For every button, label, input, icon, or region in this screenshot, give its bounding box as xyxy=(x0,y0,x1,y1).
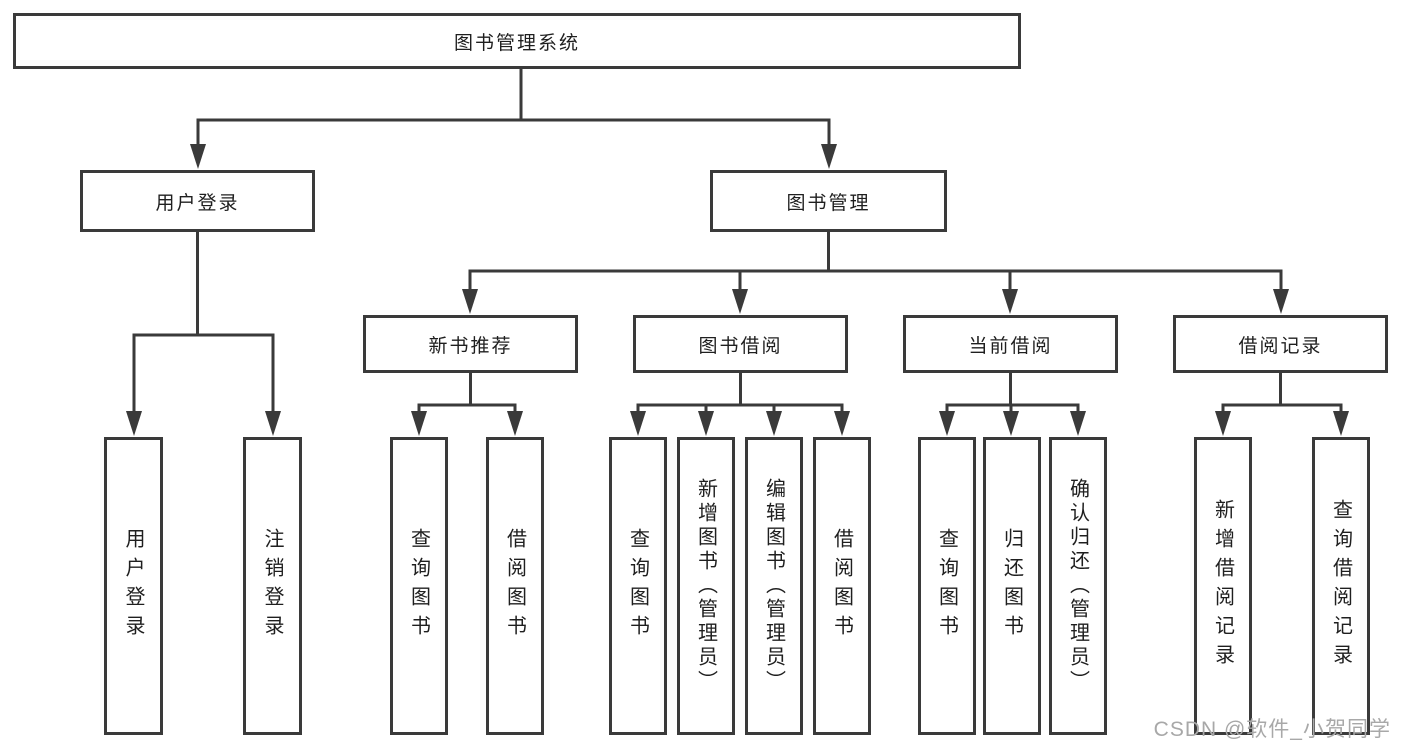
connector-current-borrow-group xyxy=(939,373,1086,436)
leaf-query-books-borrow: 查询图书 xyxy=(609,437,667,735)
leaf-label: 新增图书（管理员） xyxy=(694,478,717,694)
csdn-watermark: CSDN @软件_小贺同学 xyxy=(1153,718,1391,741)
connector-user-login-group xyxy=(126,232,281,436)
leaf-edit-book-admin: 编辑图书（管理员） xyxy=(745,437,803,735)
node-new-book-recommend: 新书推荐 xyxy=(363,315,578,373)
leaf-query-books-current: 查询图书 xyxy=(918,437,976,735)
leaf-label: 查询借阅记录 xyxy=(1329,499,1352,673)
leaf-label: 查询图书 xyxy=(935,528,958,644)
connector-root-to-level2 xyxy=(190,69,837,169)
node-book-borrow: 图书借阅 xyxy=(633,315,848,373)
leaf-add-borrow-record: 新增借阅记录 xyxy=(1194,437,1252,735)
leaf-label: 确认归还（管理员） xyxy=(1066,478,1089,694)
leaf-borrow-books-borrow: 借阅图书 xyxy=(813,437,871,735)
leaf-logout: 注销登录 xyxy=(243,437,302,735)
leaf-query-borrow-record: 查询借阅记录 xyxy=(1312,437,1370,735)
leaf-label: 注销登录 xyxy=(261,528,283,644)
connector-book-management-to-level3 xyxy=(462,232,1289,314)
leaf-label: 查询图书 xyxy=(407,528,430,644)
leaf-label: 借阅图书 xyxy=(503,528,526,644)
leaf-label: 查询图书 xyxy=(626,528,649,644)
leaf-label: 借阅图书 xyxy=(830,528,853,644)
leaf-borrow-books-recommend: 借阅图书 xyxy=(486,437,544,735)
leaf-user-login: 用户登录 xyxy=(104,437,163,735)
leaf-label: 归还图书 xyxy=(1000,528,1023,644)
leaf-confirm-return-admin: 确认归还（管理员） xyxy=(1049,437,1107,735)
leaf-label: 新增借阅记录 xyxy=(1211,499,1234,673)
connector-new-book-group xyxy=(411,373,523,436)
node-current-borrow: 当前借阅 xyxy=(903,315,1118,373)
leaf-query-books-recommend: 查询图书 xyxy=(390,437,448,735)
leaf-label: 用户登录 xyxy=(122,528,144,644)
leaf-add-book-admin: 新增图书（管理员） xyxy=(677,437,735,735)
connector-borrow-records-group xyxy=(1215,373,1349,436)
node-book-management: 图书管理 xyxy=(710,170,947,232)
node-root-system: 图书管理系统 xyxy=(13,13,1021,69)
node-borrow-records: 借阅记录 xyxy=(1173,315,1388,373)
leaf-label: 编辑图书（管理员） xyxy=(762,478,785,694)
leaf-return-book: 归还图书 xyxy=(983,437,1041,735)
node-user-login: 用户登录 xyxy=(80,170,315,232)
connector-book-borrow-group xyxy=(630,373,850,436)
